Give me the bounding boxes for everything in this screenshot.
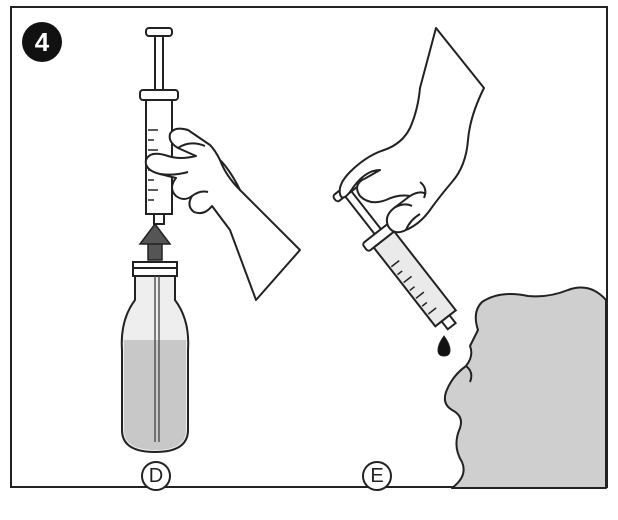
bottle-icon xyxy=(122,262,188,452)
dosing-hand-icon xyxy=(340,28,484,232)
syringe-icon xyxy=(140,28,178,224)
child-head-icon xyxy=(445,288,606,488)
panel-label-d: D xyxy=(141,461,171,491)
drop-icon xyxy=(438,336,450,356)
panel-label-e: E xyxy=(362,461,392,491)
syringe-dosing-icon xyxy=(328,175,468,338)
step-number-badge: 4 xyxy=(22,22,62,62)
up-arrow-icon xyxy=(140,224,170,260)
